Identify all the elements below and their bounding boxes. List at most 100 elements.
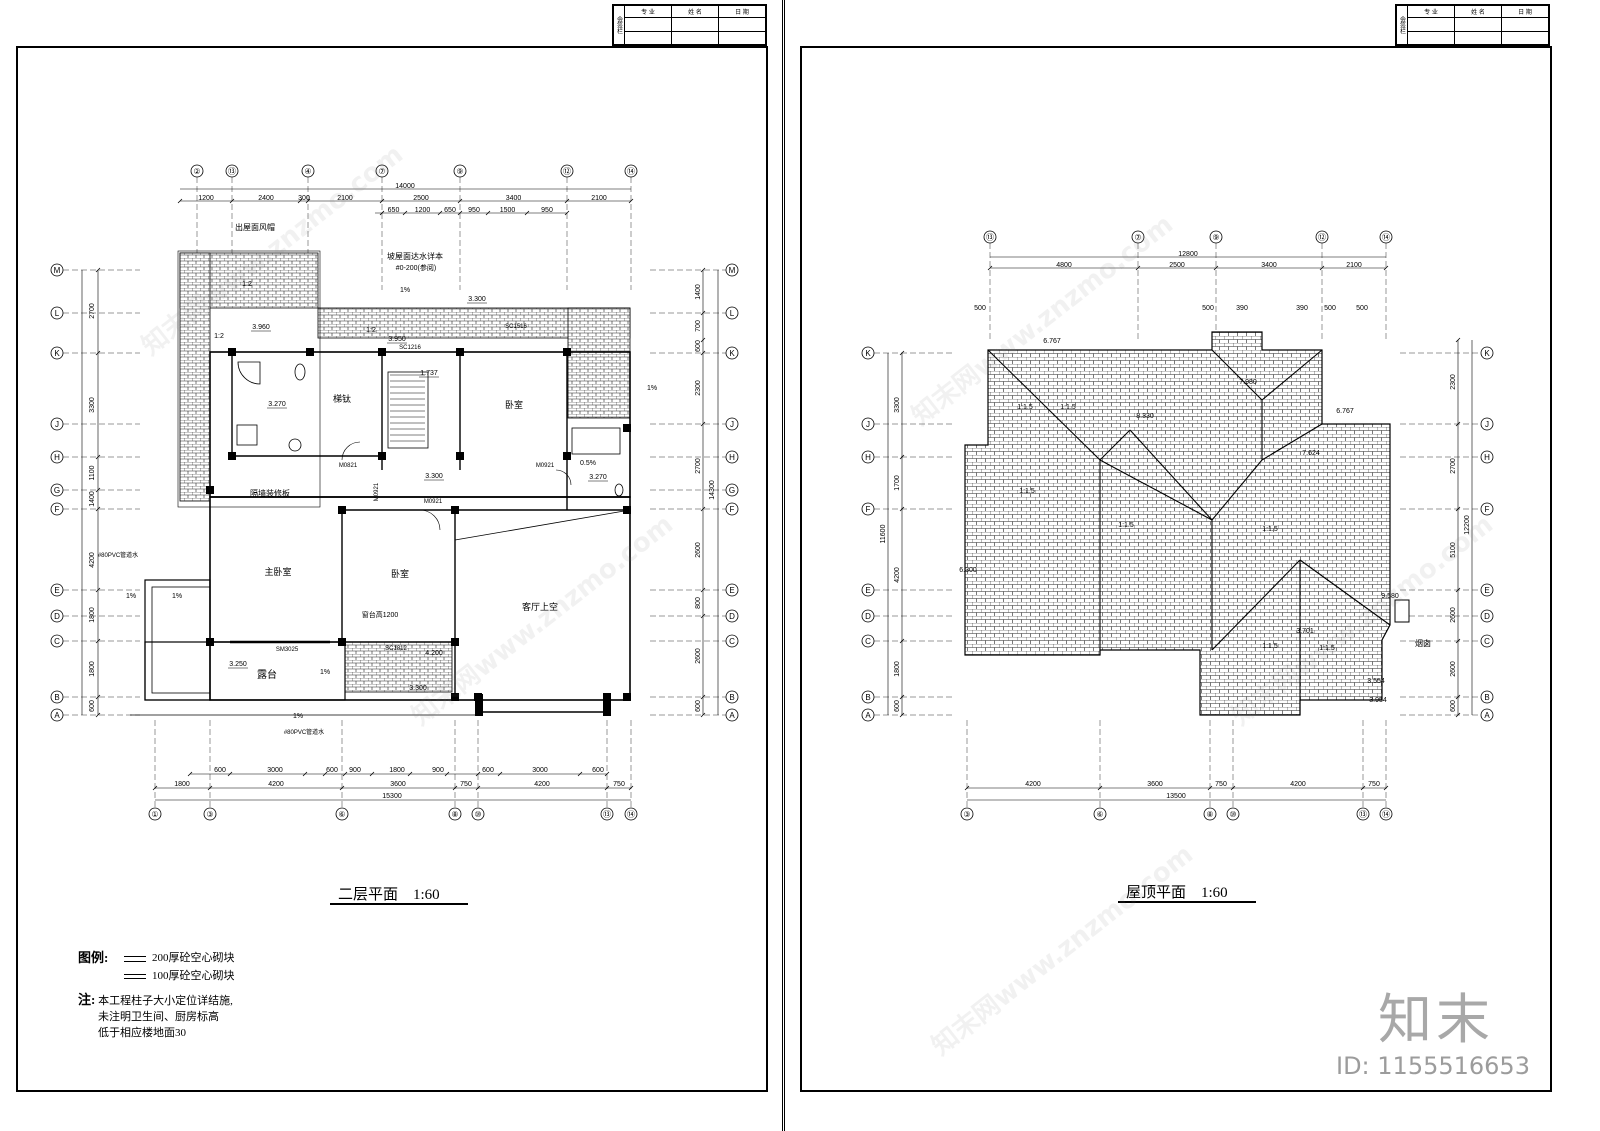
slope-mark: 1%	[400, 287, 410, 294]
roof-hip-line	[1211, 349, 1263, 401]
dimension-tick	[457, 198, 463, 204]
structural-column	[378, 348, 386, 356]
room-label-master-bedroom: 主卧室	[264, 566, 291, 577]
structural-column	[451, 638, 459, 646]
dimension-tick	[987, 265, 993, 271]
slope-mark: 1:2	[242, 281, 252, 288]
grid-axis-right-circle	[725, 583, 739, 597]
dimension-tick	[152, 785, 158, 791]
dimension-tick	[452, 785, 458, 791]
grid-axis-bottom-circle	[471, 807, 485, 821]
grid-axis-left-circle	[861, 417, 875, 431]
dimension-left: 2700	[89, 303, 96, 319]
annotation-drain-1: #80PVC管道水	[98, 551, 138, 559]
dimension-left: 600	[894, 700, 901, 712]
dimension-tick	[899, 506, 905, 512]
roof-hip-line	[1261, 423, 1323, 461]
door-swing	[341, 441, 361, 461]
grid-axis-left-circle	[861, 634, 875, 648]
dimension-tick	[700, 337, 706, 343]
dimension-tick	[899, 454, 905, 460]
dimension-tick	[700, 310, 706, 316]
dimension-tick	[899, 638, 905, 644]
grid-axis-top: ⑫	[1318, 233, 1326, 242]
dimension-tick	[485, 210, 491, 216]
dimension-bottom-2: 1800	[174, 781, 190, 788]
dimension-tick	[1455, 694, 1461, 700]
dimension-total-bottom: 13500	[1166, 793, 1186, 800]
grid-axis-right-circle	[725, 634, 739, 648]
dimension-top-2: 390	[1296, 305, 1308, 312]
roof-hip-line	[1211, 459, 1263, 521]
slope-mark: 1:1.5	[1319, 645, 1335, 652]
dimension-tick	[95, 267, 101, 273]
dimension-bottom-2: 4200	[268, 781, 284, 788]
tiled-canopy-right	[567, 307, 631, 419]
terrace-front	[144, 641, 346, 701]
dimension-tick	[95, 506, 101, 512]
grid-axis-bottom: ⑥	[338, 810, 345, 819]
level-mark: 7.980	[1239, 379, 1257, 386]
roof-hip-line	[1099, 429, 1131, 461]
grid-axis-left: L	[55, 309, 60, 318]
note-label: 注:	[78, 992, 96, 1007]
level-mark: 8.330	[1136, 413, 1154, 420]
grid-axis-right: B	[1484, 693, 1489, 702]
dimension-bottom-2: 750	[613, 781, 625, 788]
dimension-tick	[457, 210, 463, 216]
grid-axis-bottom-circle	[1379, 807, 1393, 821]
grid-axis-top-circle	[225, 164, 239, 178]
slope-mark: 1:1.5	[1262, 643, 1278, 650]
dimension-tick	[305, 198, 311, 204]
second-floor-plan-title: 二层平面 1:60	[338, 887, 440, 903]
dimension-right: 2600	[695, 542, 702, 558]
grid-axis-top-circle	[190, 164, 204, 178]
dimension-bottom-2: 750	[460, 781, 472, 788]
grid-axis-bottom-circle	[148, 807, 162, 821]
grid-axis-right-circle	[1480, 450, 1494, 464]
dimension-tick	[700, 506, 706, 512]
grid-axis-left-circle	[50, 450, 64, 464]
dimension-bottom-1: 1800	[389, 767, 405, 774]
dimension-tick	[899, 694, 905, 700]
grid-axis-right-circle	[1480, 502, 1494, 516]
dimension-tick	[628, 198, 634, 204]
grid-axis-right: M	[729, 266, 736, 275]
grid-axis-bottom-circle	[960, 807, 974, 821]
slope-mark: 1:1.5	[1060, 404, 1076, 411]
grid-axis-top: ⑬	[986, 233, 994, 242]
dimension-tick	[1319, 265, 1325, 271]
grid-axis-right: H	[1484, 453, 1490, 462]
door-tag-m0821: M0821	[339, 463, 358, 469]
grid-axis-right-circle	[725, 483, 739, 497]
dimension-right: 700	[695, 320, 702, 332]
grid-axis-left: E	[865, 586, 870, 595]
dimension-right: 2700	[695, 458, 702, 474]
bathtub-right	[571, 427, 621, 455]
dimension-bottom: 750	[1215, 781, 1227, 788]
dimension-tick	[187, 771, 193, 777]
dimension-tick	[564, 210, 570, 216]
dimension-tick	[1455, 712, 1461, 718]
washbasin	[294, 363, 306, 381]
grid-axis-top: ⑨	[456, 167, 463, 176]
grid-axis-top: ⑨	[1212, 233, 1219, 242]
legend-item-200: 200厚砼空心砌块	[152, 952, 235, 964]
grid-axis-left: C	[865, 637, 871, 646]
dimension-top-2: 390	[1236, 305, 1248, 312]
dimension-tick	[402, 210, 408, 216]
annotation-waterproof-2: #0-200(参阅)	[396, 263, 436, 272]
dimension-tick	[297, 198, 303, 204]
note-line-1: 本工程柱子大小定位详结施,	[98, 995, 233, 1007]
structural-column	[623, 693, 631, 701]
title-block-col-2: 姓 名	[1454, 5, 1502, 18]
dimension-tick	[604, 771, 610, 777]
slope-mark: 1:1.5	[1017, 404, 1033, 411]
grid-axis-left-circle	[861, 450, 875, 464]
grid-axis-bottom-circle	[335, 807, 349, 821]
grid-axis-bottom: ⑧	[1206, 810, 1213, 819]
grid-axis-left: D	[54, 612, 60, 621]
grid-axis-left: F	[55, 505, 60, 514]
dimension-tick	[700, 350, 706, 356]
